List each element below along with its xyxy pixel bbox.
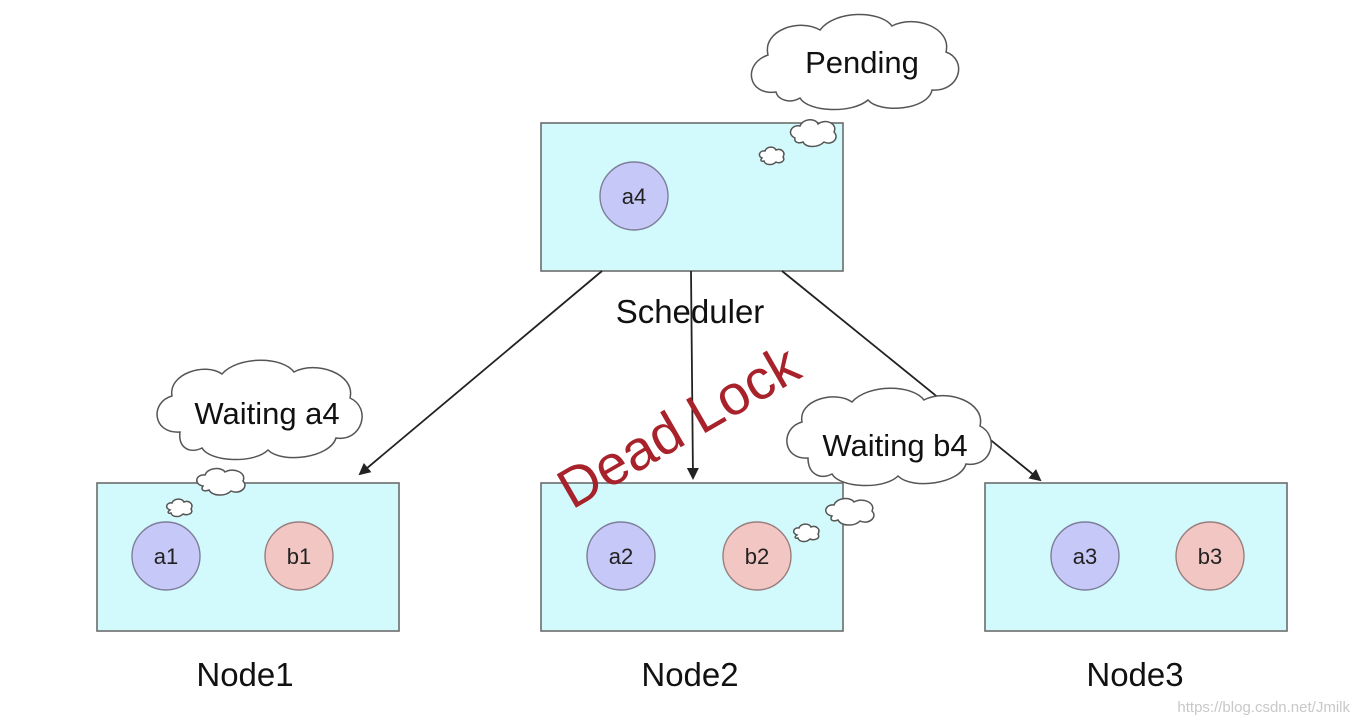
node1: a1 b1 Node1 <box>96 482 400 693</box>
arrow-to-node2 <box>686 270 699 480</box>
node2-pod-b-circle <box>722 521 792 591</box>
node1-pod-a-label: a1 <box>154 544 178 569</box>
node2-label: Node2 <box>641 656 738 693</box>
node1-pod-b-label: b1 <box>287 544 311 569</box>
scheduler-status-cloud: Pending <box>750 13 960 166</box>
node3-pod-a-label: a3 <box>1073 544 1097 569</box>
node3-pod-a-circle <box>1050 521 1120 591</box>
node2-pod-a-label: a2 <box>609 544 633 569</box>
waiting-b4-puff-1 <box>825 497 875 526</box>
node3: a3 b3 Node3 <box>984 482 1288 693</box>
node2-status-cloud: Waiting b4 <box>786 387 992 543</box>
waiting-a4-puff-2 <box>165 498 193 518</box>
node2-pod-a-circle <box>586 521 656 591</box>
waiting-a4-puff-1 <box>196 467 246 496</box>
node2-pod-b-label: b2 <box>745 544 769 569</box>
pending-puff-1 <box>789 119 837 148</box>
node3-label: Node3 <box>1086 656 1183 693</box>
scheduler-pod-circle <box>599 161 669 231</box>
node2: a2 b2 Node2 <box>540 482 844 693</box>
node1-label: Node1 <box>196 656 293 693</box>
arrow-to-node3 <box>781 270 1042 482</box>
waiting-b4-puff-2 <box>792 523 820 543</box>
waiting-a4-text: Waiting a4 <box>194 396 339 431</box>
pending-cloud-shape <box>750 13 960 111</box>
scheduler-pod-label: a4 <box>622 184 646 209</box>
node3-pod-b-label: b3 <box>1198 544 1222 569</box>
watermark: https://blog.csdn.net/Jmilk <box>1177 699 1350 716</box>
pending-text: Pending <box>805 45 919 80</box>
arrow-to-node1 <box>358 270 603 476</box>
waiting-a4-cloud-shape <box>156 359 363 461</box>
pending-puff-2 <box>758 146 785 166</box>
scheduler: a4 Scheduler <box>540 122 844 330</box>
node1-pod-b-circle <box>264 521 334 591</box>
node1-status-cloud: Waiting a4 <box>156 359 363 518</box>
scheduler-box <box>540 122 844 272</box>
waiting-b4-cloud-shape <box>786 387 992 487</box>
waiting-b4-text: Waiting b4 <box>822 428 967 463</box>
node1-pod-a-circle <box>131 521 201 591</box>
scheduler-label: Scheduler <box>616 293 765 330</box>
node3-pod-b-circle <box>1175 521 1245 591</box>
